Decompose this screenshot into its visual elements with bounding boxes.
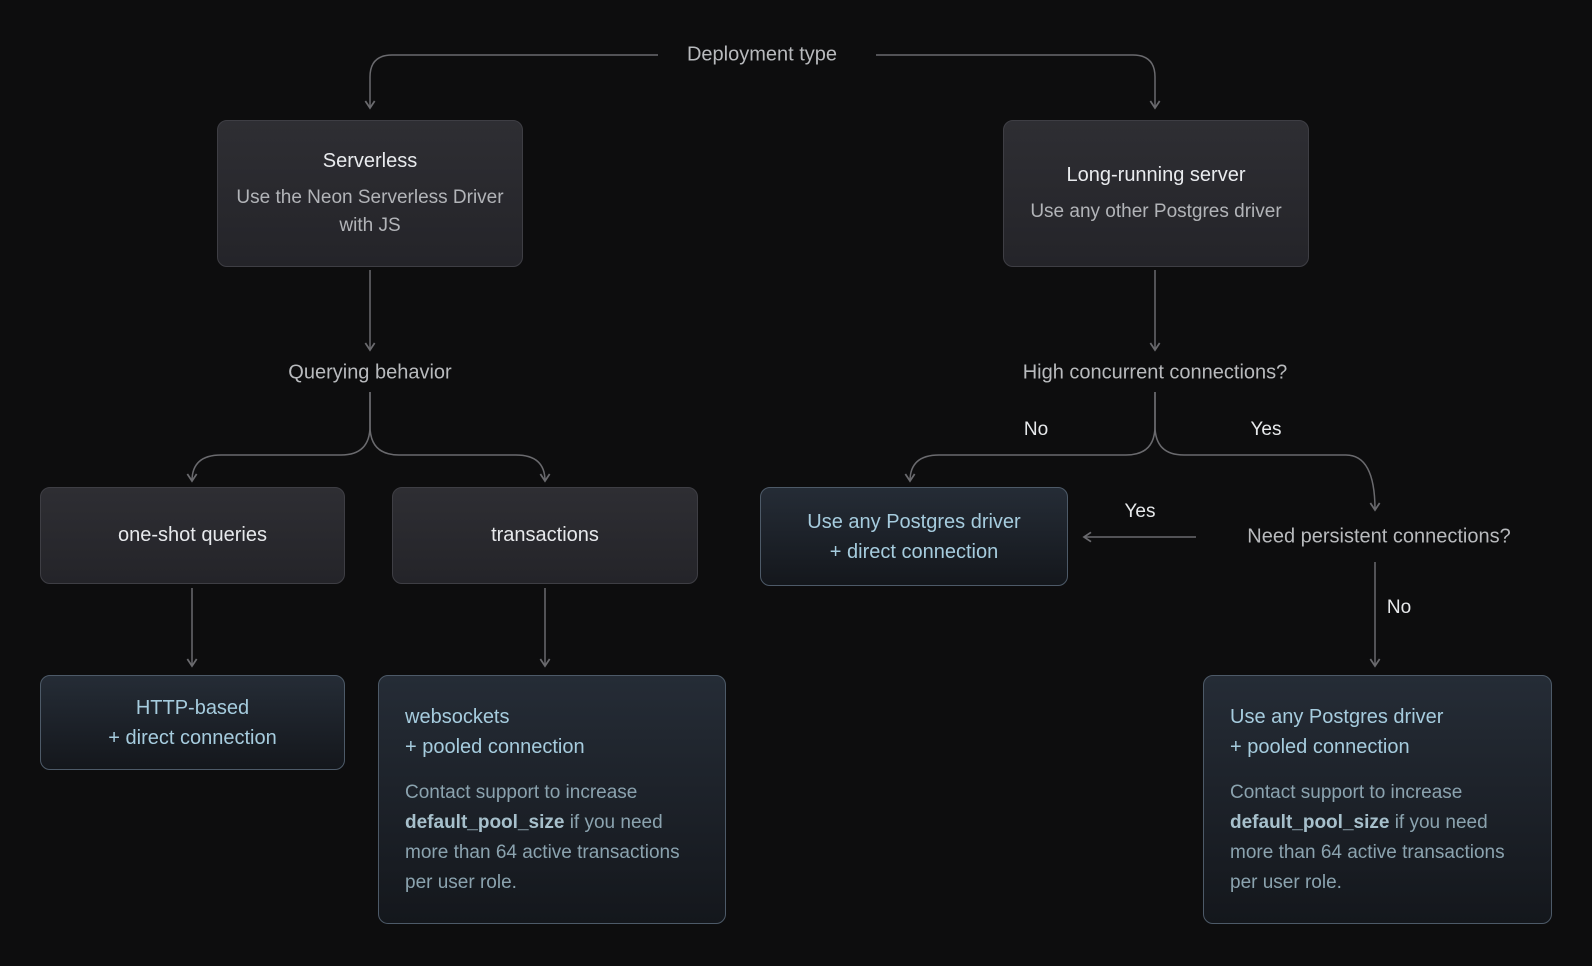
direct-driver-line1: Use any Postgres driver: [807, 510, 1021, 533]
websockets-line1: websockets: [405, 706, 510, 728]
websockets-node: websockets + pooled connection Contact s…: [378, 675, 726, 924]
long-running-title: Long-running server: [1066, 163, 1246, 186]
pooled-driver-node: Use any Postgres driver + pooled connect…: [1203, 675, 1552, 924]
edge-label-yes-concurrent: Yes: [1250, 419, 1282, 440]
pooled-driver-line1: Use any Postgres driver: [1230, 706, 1444, 728]
root-label: Deployment type: [686, 43, 838, 66]
pool-note-suffix: if you need more than 64 active transact…: [405, 812, 680, 893]
edge-root-longrunning: [876, 54, 1161, 110]
high-concurrent-label: High concurrent connections?: [1022, 361, 1288, 384]
edge-concurrent-no-direct: [904, 392, 1156, 483]
http-based-node: HTTP-based + direct connection: [40, 675, 345, 770]
edge-concurrent-yes-persistent: [1154, 392, 1381, 512]
edge-label-no-persistent: No: [1386, 597, 1412, 618]
pool-note-suffix: if you need more than 64 active transact…: [1230, 812, 1505, 893]
websockets-line2: + pooled connection: [405, 736, 585, 758]
edge-label-no-concurrent: No: [1023, 419, 1049, 440]
edge-querying-oneshot: [186, 392, 371, 483]
querying-behavior-label: Querying behavior: [288, 361, 452, 384]
one-shot-queries-label: one-shot queries: [118, 524, 267, 546]
long-running-subtitle: Use any other Postgres driver: [1030, 200, 1282, 222]
pool-note-code: default_pool_size: [1230, 812, 1390, 833]
transactions-label: transactions: [491, 524, 599, 546]
http-based-line1: HTTP-based: [135, 696, 250, 719]
websockets-pool-note: Contact support to increase default_pool…: [405, 778, 699, 898]
need-persistent-label: Need persistent connections?: [1247, 525, 1511, 548]
serverless-title: Serverless: [322, 149, 418, 172]
direct-driver-line2: + direct connection: [829, 540, 999, 563]
pool-note-prefix: Contact support to increase: [1230, 782, 1463, 803]
direct-driver-node: Use any Postgres driver + direct connect…: [760, 487, 1068, 586]
transactions-node: transactions: [392, 487, 698, 584]
http-based-line2: + direct connection: [108, 726, 277, 749]
edge-label-yes-persistent: Yes: [1124, 501, 1156, 522]
pool-note-code: default_pool_size: [405, 812, 565, 833]
one-shot-queries-node: one-shot queries: [40, 487, 345, 584]
edge-querying-transactions: [369, 392, 551, 483]
edge-root-serverless: [364, 54, 658, 110]
long-running-node: Long-running server Use any other Postgr…: [1003, 120, 1309, 267]
serverless-node: Serverless Use the Neon Serverless Drive…: [217, 120, 523, 267]
serverless-subtitle: Use the Neon Serverless Driver with JS: [236, 186, 504, 236]
pool-note-prefix: Contact support to increase: [405, 782, 638, 803]
pooled-pool-note: Contact support to increase default_pool…: [1230, 778, 1525, 898]
pooled-driver-line2: + pooled connection: [1230, 736, 1410, 758]
